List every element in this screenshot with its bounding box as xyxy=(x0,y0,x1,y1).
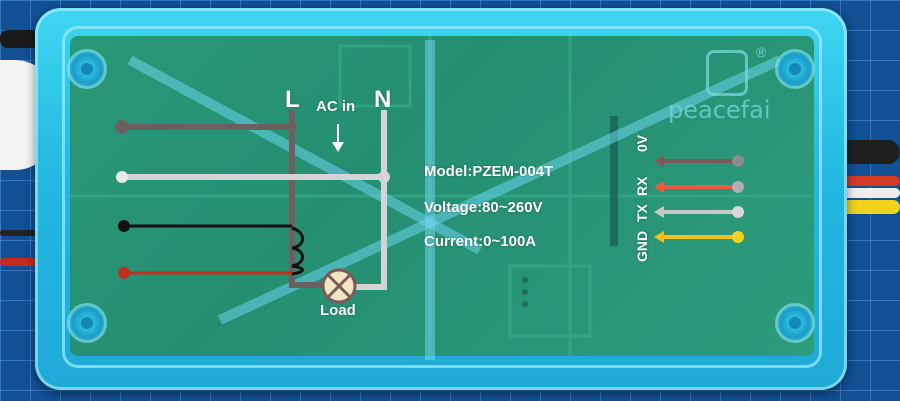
voltage-text: Voltage:80~260V xyxy=(424,199,543,216)
ct-coil xyxy=(291,226,304,276)
neutral-junction-dot xyxy=(378,171,390,183)
ac-in-label: AC in xyxy=(316,98,356,115)
left-dark-cable xyxy=(0,230,40,236)
case-lid-tint xyxy=(70,36,814,356)
right-white-cable xyxy=(840,188,900,198)
right-red-cable xyxy=(840,176,900,186)
mounting-post-top-left xyxy=(70,52,104,86)
terminal-neutral-dot xyxy=(116,171,128,183)
model-text: Model:PZEM-004T xyxy=(424,163,554,180)
current-text: Current:0~100A xyxy=(424,233,537,250)
pin-label-gnd: GND xyxy=(634,230,650,262)
neutral-label: N xyxy=(374,86,392,113)
right-dark-cable xyxy=(840,140,900,164)
pin-label-tx: TX xyxy=(634,204,650,222)
mounting-post-bottom-left xyxy=(70,306,104,340)
pin-label-0v: 0V xyxy=(634,134,650,152)
mounting-post-top-right xyxy=(778,52,812,86)
left-red-cable xyxy=(0,258,40,266)
brand-logo-icon xyxy=(706,50,748,96)
mounting-post-bottom-right xyxy=(778,306,812,340)
right-yellow-cable xyxy=(840,200,900,214)
pin-label-rx: RX xyxy=(634,176,650,196)
terminal-live-dot xyxy=(115,120,129,134)
left-black-cable xyxy=(0,30,40,48)
terminal-ct-black-dot xyxy=(118,220,130,232)
terminal-ct-red-dot xyxy=(118,267,130,279)
load-label: Load xyxy=(320,302,356,319)
pin-arrows xyxy=(654,155,744,243)
live-junction-dot xyxy=(287,122,297,132)
brand-name: peacefai xyxy=(668,96,771,124)
neutral-wire-vertical xyxy=(356,110,387,290)
live-wire xyxy=(122,124,322,288)
live-label: L xyxy=(285,86,300,113)
brand-registered-mark: ® xyxy=(756,44,767,60)
